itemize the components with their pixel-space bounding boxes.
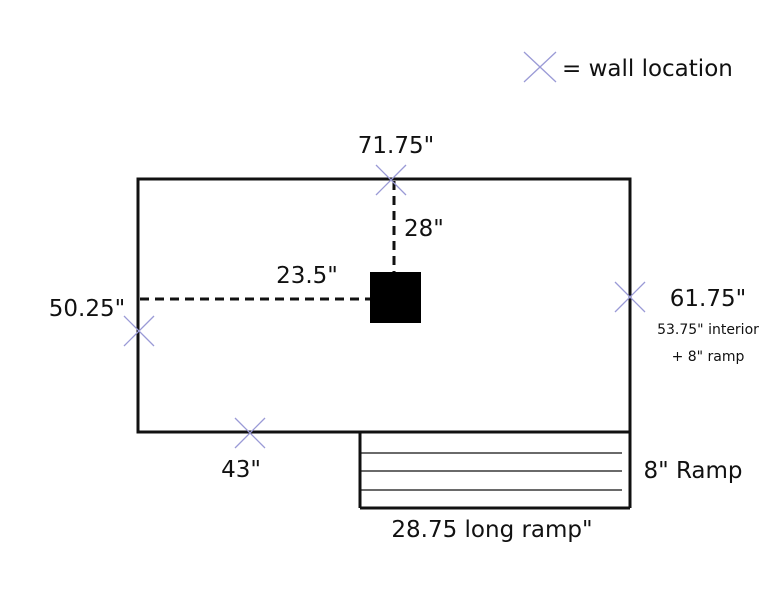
legend: = wall location (523, 51, 733, 83)
label-right-ramp: + 8" ramp (672, 349, 745, 365)
wall-marker-top-icon (375, 164, 407, 196)
enclosure-outline (136, 177, 632, 434)
label-right-total: 61.75" (670, 286, 746, 312)
label-top-width: 71.75" (358, 133, 434, 159)
post-square (370, 272, 421, 323)
label-right-interior: 53.75" interior (657, 322, 759, 338)
wall-marker-bottom-icon (234, 417, 266, 449)
label-post-to-left: 23.5" (276, 263, 338, 289)
label-left-height: 50.25" (49, 296, 125, 322)
legend-text: = wall location (562, 56, 733, 82)
wall-marker-left-icon (123, 315, 155, 347)
label-post-to-top: 28" (404, 216, 444, 242)
label-bottom-left: 43" (221, 457, 261, 483)
label-ramp-depth: 8" Ramp (643, 458, 742, 484)
label-ramp-length: 28.75 long ramp" (391, 517, 592, 543)
wall-marker-right-icon (614, 281, 646, 313)
wall-location-marker-icon (523, 51, 557, 83)
ramp (358, 432, 632, 510)
